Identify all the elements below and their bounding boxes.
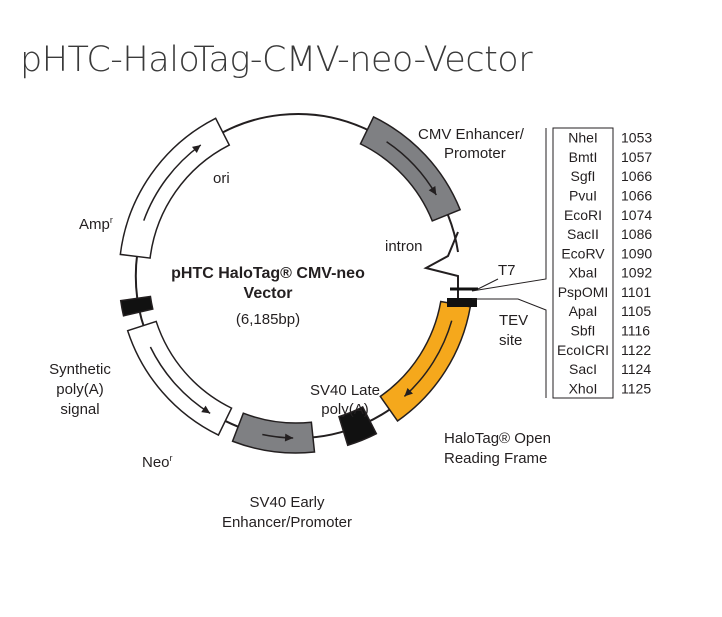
site-name: BmtI bbox=[569, 149, 598, 165]
site-name: SbfI bbox=[571, 323, 596, 339]
halotag-label: HaloTag® Open bbox=[444, 430, 551, 447]
site-position: 1124 bbox=[621, 361, 651, 377]
intron-label: intron bbox=[385, 238, 423, 255]
sv40-late-label-line2: poly(A) bbox=[321, 401, 369, 418]
mcs-leader-top bbox=[471, 128, 547, 292]
amp-label: Ampr bbox=[79, 215, 113, 233]
sv40-early-label-line2: Enhancer/Promoter bbox=[222, 514, 352, 531]
sv40-early-label: SV40 Early bbox=[249, 494, 325, 511]
site-name: XbaI bbox=[569, 265, 598, 281]
synthetic-polya-label-line3: signal bbox=[60, 401, 99, 418]
site-position: 1066 bbox=[621, 168, 652, 184]
site-position: 1057 bbox=[621, 149, 652, 165]
center-title-line2: Vector bbox=[244, 285, 293, 302]
site-name: SacI bbox=[569, 361, 597, 377]
site-position: 1074 bbox=[621, 207, 652, 223]
halotag-orf-block bbox=[379, 300, 472, 423]
sv40-late-label: SV40 Late bbox=[310, 382, 380, 399]
site-name: SgfI bbox=[571, 168, 596, 184]
vector-size: (6,185bp) bbox=[236, 311, 300, 328]
site-position: 1090 bbox=[621, 245, 652, 261]
cmv-promoter-arrowhead bbox=[428, 186, 437, 195]
tev-label-line2: site bbox=[499, 332, 522, 349]
tev-site-marker bbox=[447, 298, 477, 307]
site-name: ApaI bbox=[569, 303, 598, 319]
site-position: 1125 bbox=[621, 380, 651, 396]
center-title: pHTC HaloTag® CMV-neo bbox=[171, 265, 365, 282]
site-name: EcoICRI bbox=[557, 342, 609, 358]
cmv-label-line2: Promoter bbox=[444, 145, 506, 162]
site-position: 1092 bbox=[621, 265, 652, 281]
site-table-frame bbox=[552, 127, 614, 399]
site-name: NheI bbox=[568, 130, 598, 146]
halotag-label-line2: Reading Frame bbox=[444, 450, 547, 467]
t7-label: T7 bbox=[498, 262, 516, 279]
site-position: 1086 bbox=[621, 226, 652, 242]
synthetic-polya-label-line2: poly(A) bbox=[56, 381, 104, 398]
sv40-early-promoter-block bbox=[231, 412, 316, 454]
site-position: 1122 bbox=[621, 342, 651, 358]
page-title: pHTC-HaloTag-CMV-neo-Vector bbox=[20, 40, 533, 80]
tev-label: TEV bbox=[499, 312, 528, 329]
amp-block bbox=[119, 117, 231, 259]
synthetic-polya-block bbox=[119, 295, 154, 317]
site-name: EcoRV bbox=[561, 245, 605, 261]
synthetic-polya-label: Synthetic bbox=[49, 361, 111, 378]
site-name: PvuI bbox=[569, 188, 597, 204]
amp-arrow bbox=[143, 144, 202, 221]
sv40-late-polya-block bbox=[338, 405, 378, 447]
intron-zigzag bbox=[423, 231, 459, 298]
sv40-early-promoter-arrowhead bbox=[284, 433, 294, 442]
neo-arrow bbox=[149, 346, 211, 415]
neo-label: Neor bbox=[142, 453, 173, 471]
neo-block bbox=[126, 320, 233, 437]
halotag-orf-arrowhead bbox=[404, 387, 413, 397]
cmv-label: CMV Enhancer/ bbox=[418, 126, 525, 143]
site-name: XhoI bbox=[569, 380, 598, 396]
neo-arrowhead bbox=[201, 405, 211, 414]
t7-leader bbox=[477, 278, 499, 290]
site-name: EcoRI bbox=[564, 207, 602, 223]
amp-arrowhead bbox=[191, 144, 201, 154]
site-position: 1053 bbox=[621, 130, 652, 146]
site-position: 1116 bbox=[621, 323, 650, 339]
halotag-orf-arrow bbox=[403, 320, 453, 397]
site-name: PspOMI bbox=[558, 284, 609, 300]
site-name: SacII bbox=[567, 226, 599, 242]
cmv-promoter-block bbox=[359, 115, 462, 222]
ori-label: ori bbox=[213, 170, 230, 187]
site-position: 1105 bbox=[621, 303, 651, 319]
site-position: 1101 bbox=[621, 284, 651, 300]
site-position: 1066 bbox=[621, 188, 652, 204]
mcs-leader-bottom bbox=[472, 298, 547, 398]
